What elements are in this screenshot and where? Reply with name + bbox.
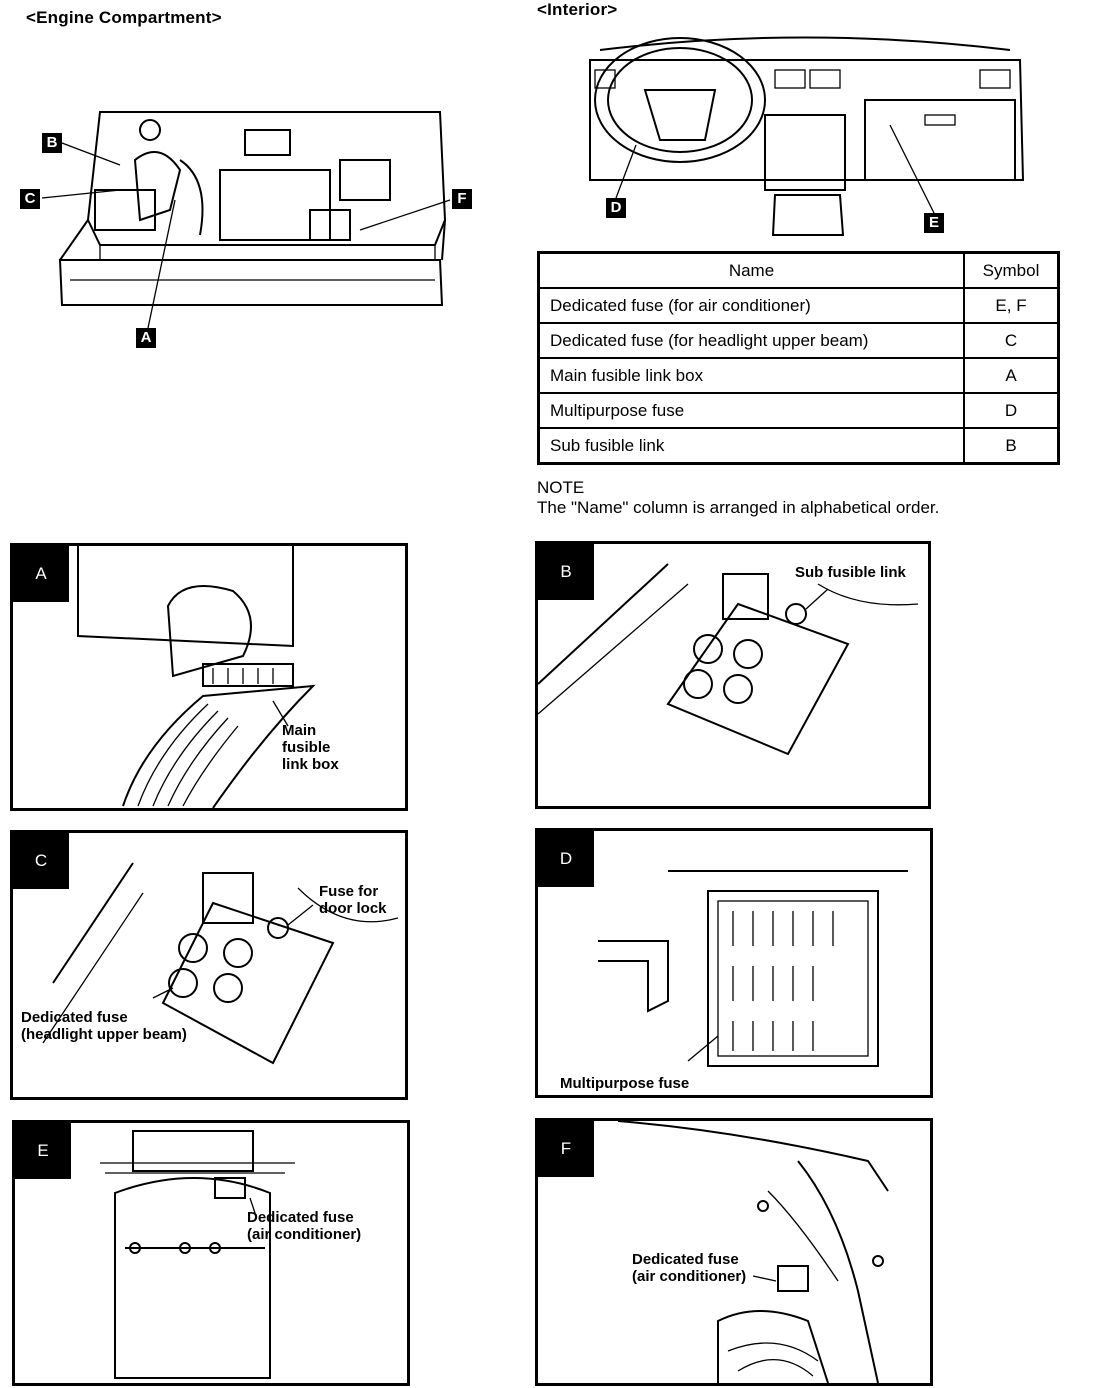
engine-label-f: F xyxy=(452,189,472,209)
ac-fuse-interior-illustration xyxy=(100,1130,295,1379)
row-symbol: E, F xyxy=(963,287,1060,324)
panel-e: E Dedicated fuse (air conditioner) xyxy=(12,1120,410,1386)
panel-b-tag: B xyxy=(538,544,594,600)
panel-c-callout-headlight: Dedicated fuse (headlight upper beam) xyxy=(21,1009,187,1043)
panel-a-tag: A xyxy=(13,546,69,602)
note-heading: NOTE xyxy=(537,478,585,497)
panel-e-callout: Dedicated fuse (air conditioner) xyxy=(247,1209,362,1243)
header-symbol: Symbol xyxy=(963,251,1060,289)
table-row: Dedicated fuse (for headlight upper beam… xyxy=(537,322,1060,359)
engine-label-a: A xyxy=(136,328,156,348)
main-fusible-link-box-illustration xyxy=(77,546,316,808)
row-name: Sub fusible link xyxy=(537,427,965,465)
panel-e-tag: E xyxy=(15,1123,71,1179)
table-row: Main fusible link box A xyxy=(537,357,1060,394)
engine-compartment-title: <Engine Compartment> xyxy=(26,8,222,27)
engine-label-c: C xyxy=(20,189,40,209)
row-symbol: A xyxy=(963,357,1060,394)
header-name: Name xyxy=(537,251,965,289)
row-name: Main fusible link box xyxy=(537,357,965,394)
panel-a: A Main fusible link box xyxy=(10,543,408,811)
panel-d-tag: D xyxy=(538,831,594,887)
row-name: Multipurpose fuse xyxy=(537,392,965,429)
row-name: Dedicated fuse (for headlight upper beam… xyxy=(537,322,965,359)
table-row: Dedicated fuse (for air conditioner) E, … xyxy=(537,287,1060,324)
panel-c: C Fuse for door lock Dedicated fuse (hea… xyxy=(10,830,408,1100)
fuse-location-table: Name Symbol Dedicated fuse (for air cond… xyxy=(537,251,1060,465)
note: NOTE The "Name" column is arranged in al… xyxy=(537,478,939,518)
interior-leader-lines xyxy=(615,124,935,214)
panel-f-callout: Dedicated fuse (air conditioner) xyxy=(632,1251,747,1285)
row-symbol: B xyxy=(963,427,1060,465)
engine-label-b: B xyxy=(42,133,62,153)
table-header-row: Name Symbol xyxy=(537,251,1060,289)
interior-dashboard-illustration xyxy=(589,36,1025,236)
panel-b-callout: Sub fusible link xyxy=(795,564,906,581)
engine-leader-lines xyxy=(41,142,451,329)
panel-c-tag: C xyxy=(13,833,69,889)
sub-fusible-link-illustration xyxy=(538,563,919,756)
row-symbol: D xyxy=(963,392,1060,429)
interior-label-d: D xyxy=(606,198,626,218)
table-row: Multipurpose fuse D xyxy=(537,392,1060,429)
panel-b: B Sub fusible link xyxy=(535,541,931,809)
multipurpose-fuse-illustration xyxy=(598,870,908,1067)
engine-compartment-illustration xyxy=(58,111,447,306)
ac-fuse-engine-illustration xyxy=(617,1121,889,1383)
note-text: The "Name" column is arranged in alphabe… xyxy=(537,498,940,517)
row-symbol: C xyxy=(963,322,1060,359)
panel-f-tag: F xyxy=(538,1121,594,1177)
panel-d: D Multipurpose fuse xyxy=(535,828,933,1098)
interior-title: <Interior> xyxy=(537,0,618,19)
table-row: Sub fusible link B xyxy=(537,427,1060,465)
headlight-fuse-illustration xyxy=(42,862,399,1065)
row-name: Dedicated fuse (for air conditioner) xyxy=(537,287,965,324)
panel-d-callout: Multipurpose fuse xyxy=(560,1075,690,1092)
interior-label-e: E xyxy=(924,213,944,233)
panel-a-callout: Main fusible link box xyxy=(282,722,339,773)
panel-c-callout-door-lock: Fuse for door lock xyxy=(319,883,387,917)
panel-f: F Dedicated fuse (air conditioner) xyxy=(535,1118,933,1386)
